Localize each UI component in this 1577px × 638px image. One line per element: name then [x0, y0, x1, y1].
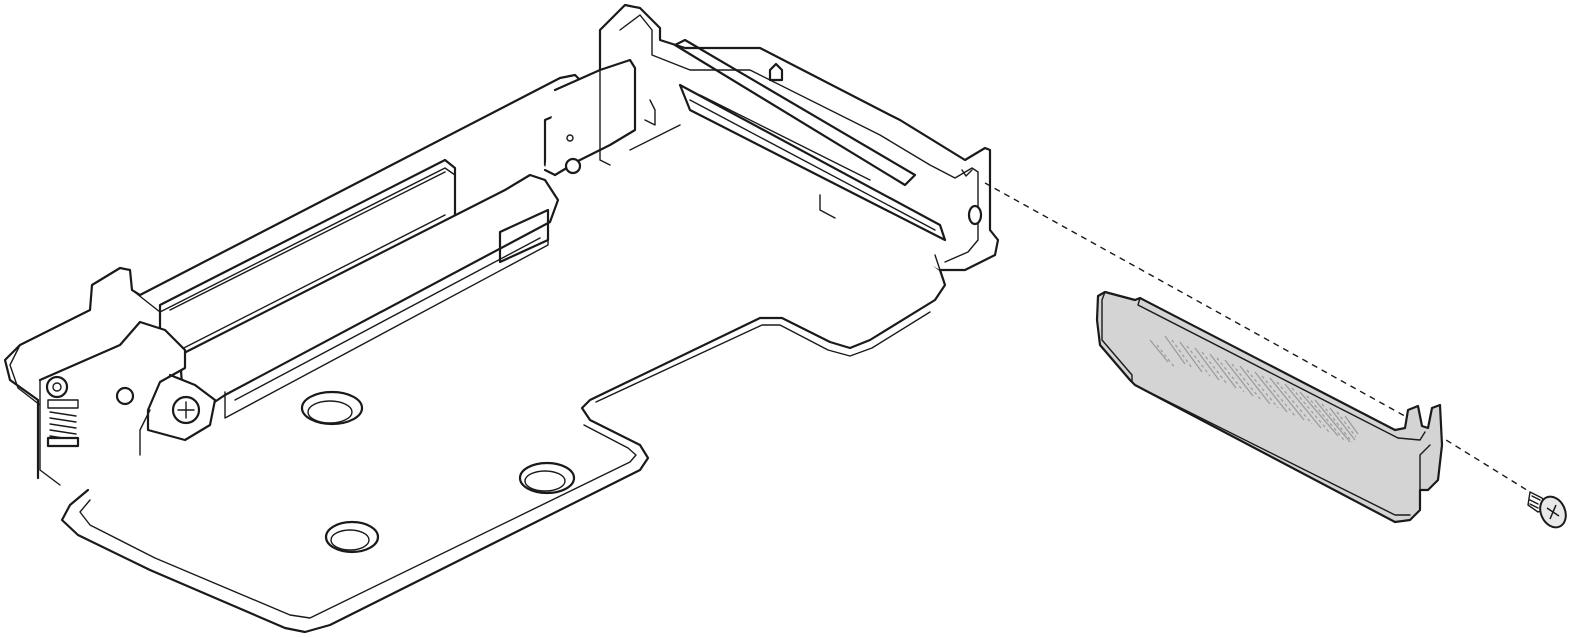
screw-icon [1527, 491, 1567, 529]
slot-bracket [1095, 290, 1444, 524]
cage-rear-wall-inner [619, 14, 979, 263]
cage-rear-wall [598, 3, 1000, 272]
bracket-vent-pattern [1149, 335, 1359, 443]
riser-cage [3, 3, 1000, 634]
rear-wall-hole [967, 204, 983, 226]
cage-base-plate [60, 260, 947, 634]
cage-latch [38, 320, 217, 442]
base-plate-holes [300, 390, 576, 554]
rear-wall-pin [768, 62, 784, 82]
latch-pivot [45, 375, 69, 399]
cage-left-wall-edge [9, 167, 456, 406]
latch-spring [46, 399, 80, 448]
rear-wall-rail [678, 83, 947, 242]
cage-divider [543, 58, 637, 177]
bracket-body [1095, 290, 1444, 524]
cage-base-bevel [79, 311, 931, 619]
